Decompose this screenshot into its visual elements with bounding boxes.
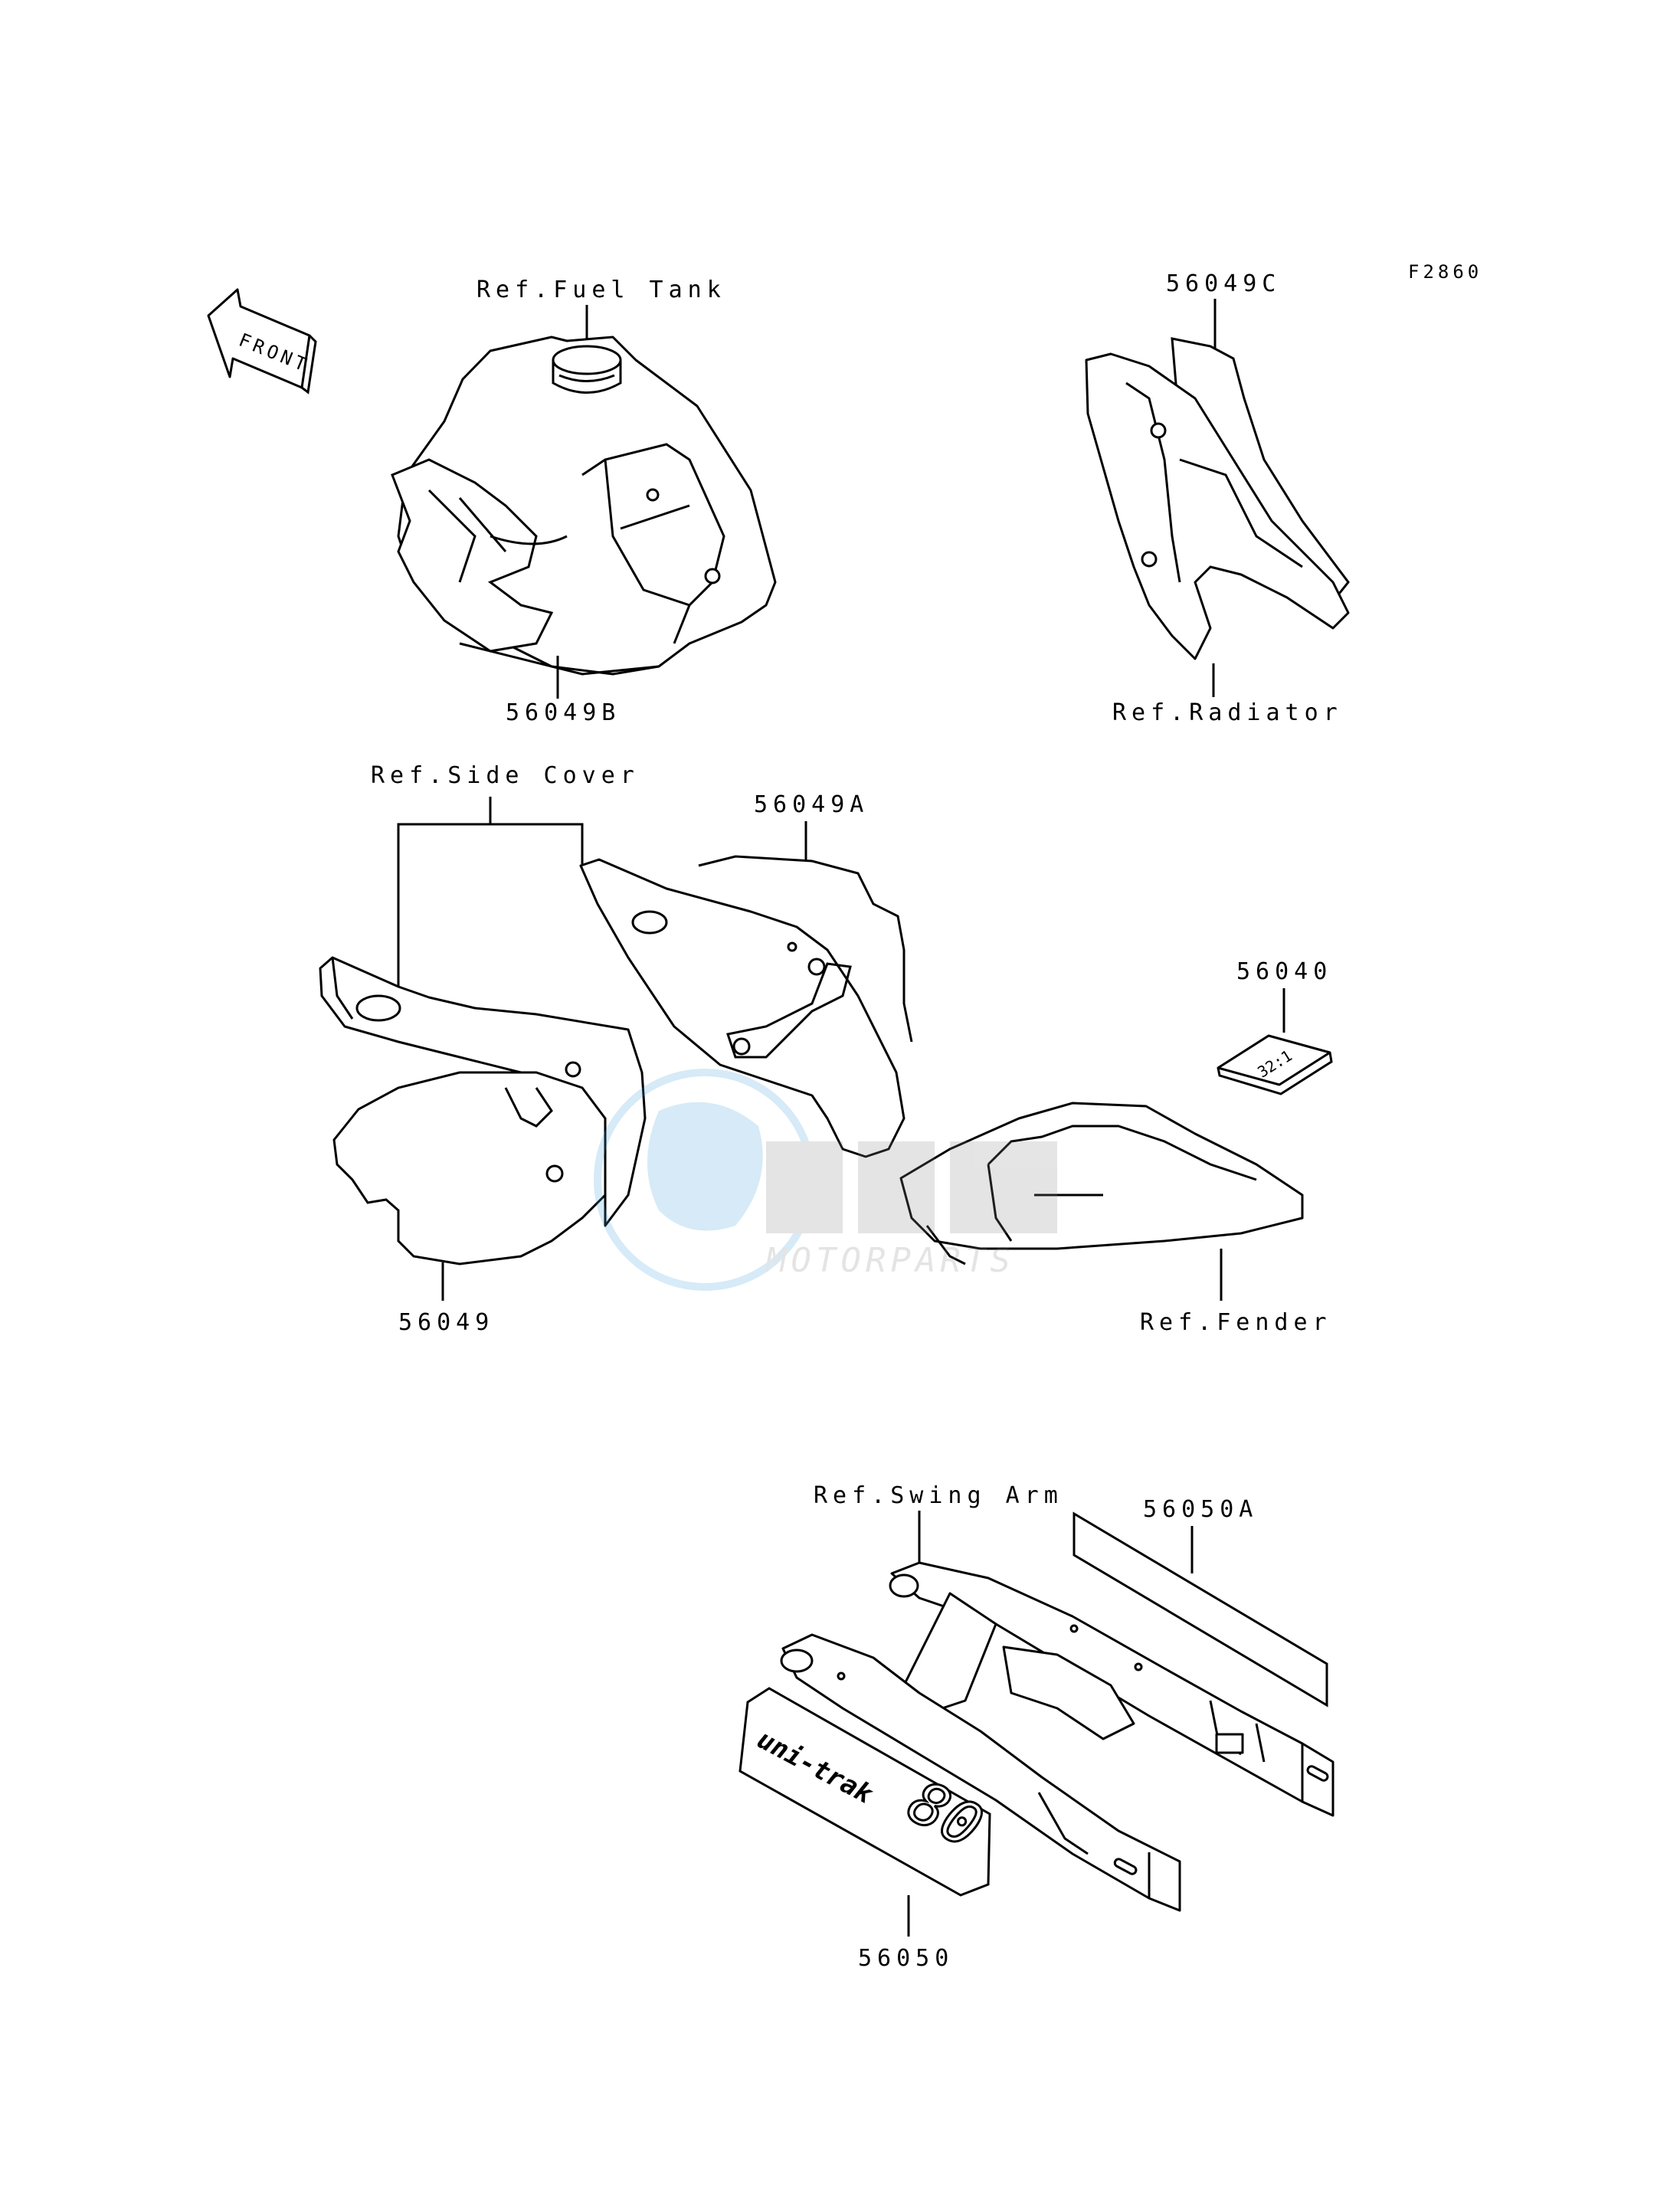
swing-arm-drawing [780,1561,1335,1912]
decal-56050A [1073,1511,1328,1708]
callout-56049A: 56049A [754,791,869,818]
decal-56050: uni-trak 80 [738,1687,994,1897]
figure-code: F2860 [1408,261,1482,283]
callout-56049C: 56049C [1166,270,1281,297]
callout-fender: Ref.Fender [1140,1309,1332,1336]
rear-fender-drawing [899,1102,1304,1265]
watermark-tagline: MOTORPARTS [765,1241,1015,1280]
callout-side-cover: Ref.Side Cover [371,762,640,789]
ratio-label-drawing: 32:1 [1217,1034,1333,1095]
watermark: MOTORPARTS [594,1069,1057,1291]
callout-swing-arm: Ref.Swing Arm [814,1482,1063,1509]
callout-fuel-tank: Ref.Fuel Tank [476,277,726,303]
callout-56040: 56040 [1236,958,1332,985]
callout-56050: 56050 [858,1945,954,1972]
callout-radiator: Ref.Radiator [1112,699,1343,726]
front-arrow-icon: FRONT [207,288,317,395]
right-side-cover-drawing [579,855,913,1158]
callout-56049: 56049 [398,1309,494,1336]
left-side-cover-drawing [319,956,647,1265]
radiator-shroud-drawing [1085,337,1350,660]
watermark-globe-icon [594,1069,816,1291]
callout-56050A: 56050A [1143,1496,1258,1523]
leader-side-cover [397,823,584,987]
fuel-tank-drawing [391,336,777,676]
callout-56049B: 56049B [506,699,621,726]
